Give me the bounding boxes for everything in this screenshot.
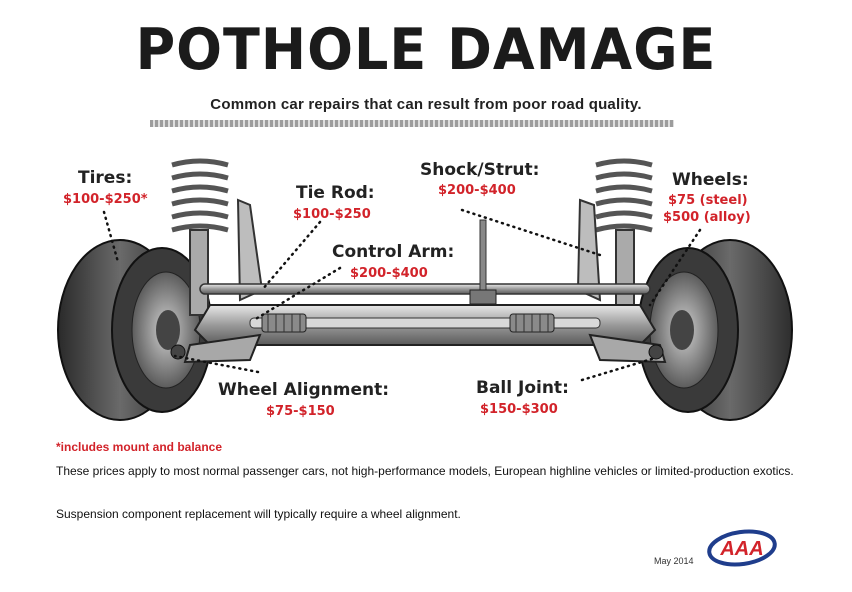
title-divider	[150, 120, 674, 127]
page-title: POTHOLE DAMAGE	[135, 16, 717, 83]
price-tires: $100-$250*	[63, 192, 148, 207]
price-shock-strut: $200-$400	[438, 183, 516, 198]
center-post	[479, 219, 487, 299]
price-wheel-alignment: $75-$150	[266, 404, 335, 419]
right-control-arm	[588, 333, 667, 364]
right-knuckle	[576, 198, 602, 302]
price-control-arm: $200-$400	[350, 266, 428, 281]
price-note: These prices apply to most normal passen…	[56, 464, 794, 478]
page-subtitle: Common car repairs that can result from …	[210, 96, 642, 113]
price-tie-rod: $100-$250	[293, 207, 371, 222]
publication-date: May 2014	[654, 556, 694, 566]
left-tire	[57, 239, 213, 421]
price-wheels-alloy: $500 (alloy)	[663, 210, 751, 225]
aaa-logo-text: AAA	[719, 538, 763, 560]
label-tie-rod: Tie Rod:	[296, 183, 375, 203]
label-wheels: Wheels:	[672, 170, 749, 190]
tie-rod-bar	[199, 283, 651, 295]
right-ball-joint	[648, 344, 664, 360]
label-ball-joint: Ball Joint:	[476, 378, 569, 398]
label-tires: Tires:	[78, 168, 133, 188]
right-tire	[637, 239, 793, 421]
label-shock-strut: Shock/Strut:	[420, 160, 540, 180]
callout-lines	[102, 208, 702, 382]
aaa-logo: AAA	[707, 529, 777, 567]
price-wheels-steel: $75 (steel)	[668, 193, 748, 208]
price-ball-joint: $150-$300	[480, 402, 558, 417]
left-rack-boot	[261, 313, 307, 333]
suspension-diagram	[57, 158, 793, 421]
center-post-clamp	[469, 289, 497, 305]
right-rack-boot	[509, 313, 555, 333]
alignment-note: Suspension component replacement will ty…	[56, 507, 461, 521]
label-wheel-alignment: Wheel Alignment:	[218, 380, 390, 400]
label-control-arm: Control Arm:	[332, 242, 455, 262]
left-ball-joint	[170, 344, 186, 360]
left-control-arm	[183, 333, 262, 364]
footnote: *includes mount and balance	[56, 440, 223, 454]
